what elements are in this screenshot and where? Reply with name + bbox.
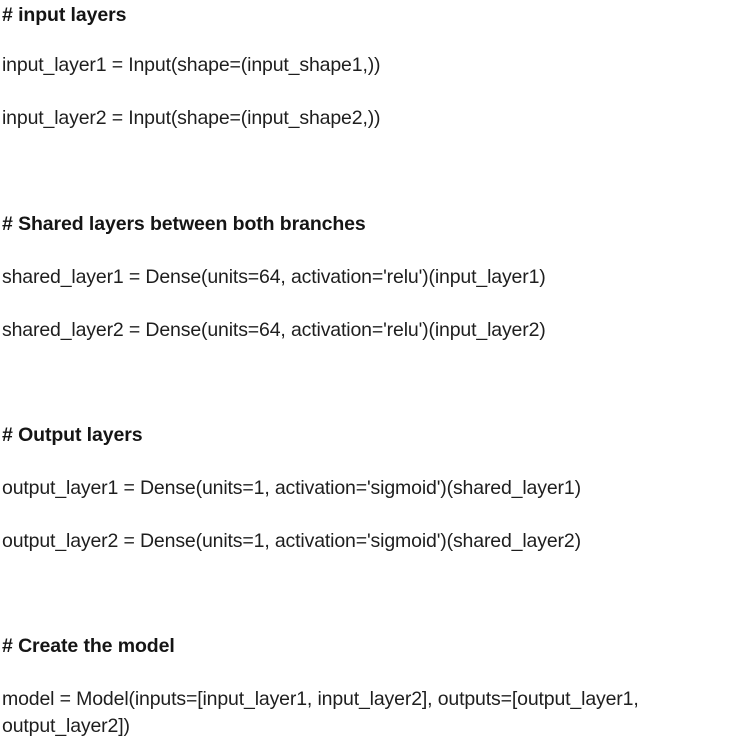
comment-heading-shared-layers: # Shared layers between both branches (2, 213, 366, 235)
comment-heading-input-layers: # input layers (2, 4, 127, 26)
code-statement-input-layer1: input_layer1 = Input(shape=(input_shape1… (2, 54, 381, 76)
comment-heading-output-layers: # Output layers (2, 424, 143, 446)
code-statement-shared-layer2: shared_layer2 = Dense(units=64, activati… (2, 319, 546, 341)
code-statement-output-layer2: output_layer2 = Dense(units=1, activatio… (2, 530, 581, 552)
comment-heading-create-model: # Create the model (2, 635, 175, 657)
code-statement-output-layer1: output_layer1 = Dense(units=1, activatio… (2, 477, 581, 499)
code-statement-model: model = Model(inputs=[input_layer1, inpu… (2, 688, 644, 737)
code-statement-input-layer2: input_layer2 = Input(shape=(input_shape2… (2, 107, 381, 129)
code-statement-shared-layer1: shared_layer1 = Dense(units=64, activati… (2, 266, 546, 288)
